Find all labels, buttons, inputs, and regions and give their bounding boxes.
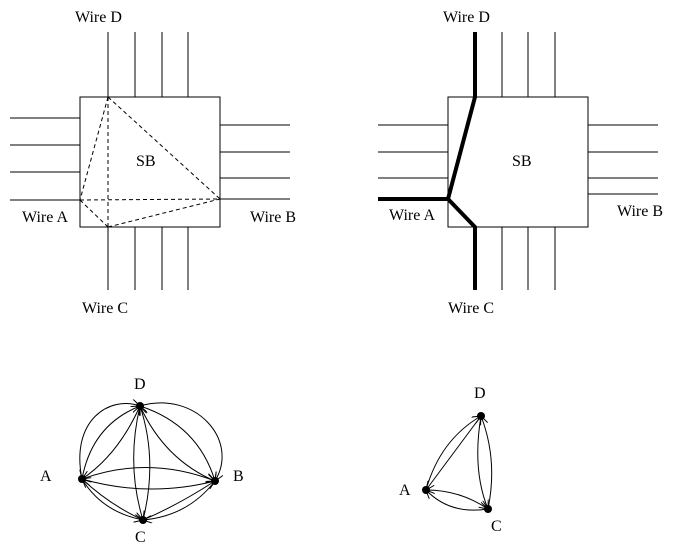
node-a: [422, 486, 430, 494]
graph-edges: [426, 416, 493, 511]
wire-a-label: Wire A: [389, 207, 435, 224]
switch-block-label: SB: [512, 153, 532, 170]
node-b-label: B: [233, 468, 244, 485]
right-wires: [220, 124, 290, 200]
switch-block-routed: SB Wire D Wire A Wire B Wire C: [378, 9, 663, 317]
node-b: [211, 477, 219, 485]
dashed-connections: [79, 96, 221, 228]
switch-block-label: SB: [136, 153, 156, 170]
node-c-label: C: [135, 529, 146, 542]
right-wires: [588, 124, 658, 195]
top-wires: [501, 32, 556, 97]
left-wires: [378, 124, 448, 179]
node-d: [136, 402, 144, 410]
node-c: [484, 505, 492, 513]
wire-d-label: Wire D: [443, 9, 490, 26]
connection-graph-full: D A B C: [40, 376, 244, 546]
wire-c-label: Wire C: [82, 300, 128, 317]
wire-b-label: Wire B: [617, 203, 663, 220]
routed-path: [378, 32, 477, 290]
switch-block-full: SB Wire D Wire A Wire B Wire C: [10, 9, 296, 317]
wire-c-label: Wire C: [448, 300, 494, 317]
left-wires: [10, 117, 80, 201]
switch-block-box: [79, 96, 221, 228]
node-d: [477, 412, 485, 420]
node-d-label: D: [474, 385, 486, 402]
node-c: [139, 516, 147, 524]
graph-edges: [80, 403, 222, 520]
node-a-label: A: [40, 468, 52, 485]
node-a-label: A: [399, 482, 411, 499]
bottom-wires: [107, 227, 189, 290]
wire-a-label: Wire A: [22, 209, 68, 226]
top-wires: [107, 32, 189, 97]
wire-d-label: Wire D: [75, 9, 122, 26]
node-c-label: C: [491, 518, 502, 535]
node-a: [78, 475, 86, 483]
bottom-wires: [501, 227, 556, 290]
wire-b-label: Wire B: [250, 209, 296, 226]
switch-block-box: [447, 96, 589, 228]
connection-graph-reduced: D A C: [399, 385, 502, 535]
node-d-label: D: [134, 376, 146, 393]
